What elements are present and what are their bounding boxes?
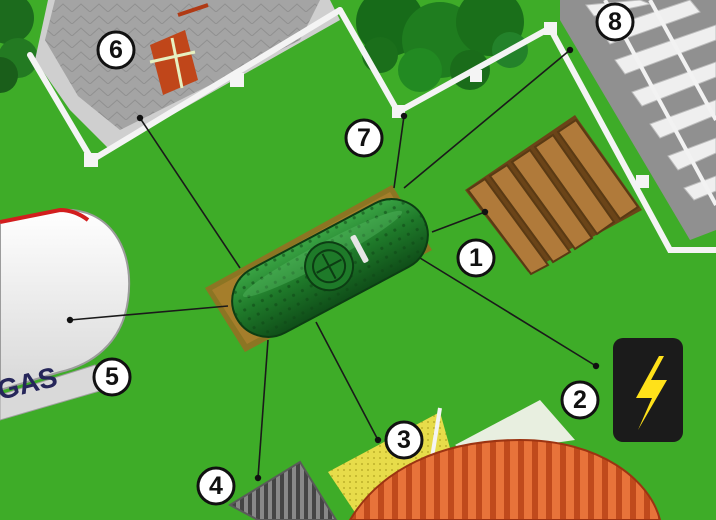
callout-8: 8 [597, 4, 633, 40]
callout-6: 6 [98, 32, 134, 68]
callout-8-number: 8 [608, 8, 622, 36]
callout-3: 3 [386, 422, 422, 458]
callout-1: 1 [458, 240, 494, 276]
callout-4-number: 4 [209, 472, 223, 500]
callout-2-number: 2 [573, 386, 587, 414]
callout-1-number: 1 [469, 244, 483, 272]
callout-7: 7 [346, 120, 382, 156]
electric-sign [613, 338, 683, 442]
callout-3-number: 3 [397, 426, 411, 454]
callout-2: 2 [562, 382, 598, 418]
callout-5: 5 [94, 359, 130, 395]
callout-5-number: 5 [105, 363, 119, 391]
callout-4: 4 [198, 468, 234, 504]
callout-6-number: 6 [109, 36, 123, 64]
callout-7-number: 7 [357, 124, 371, 152]
